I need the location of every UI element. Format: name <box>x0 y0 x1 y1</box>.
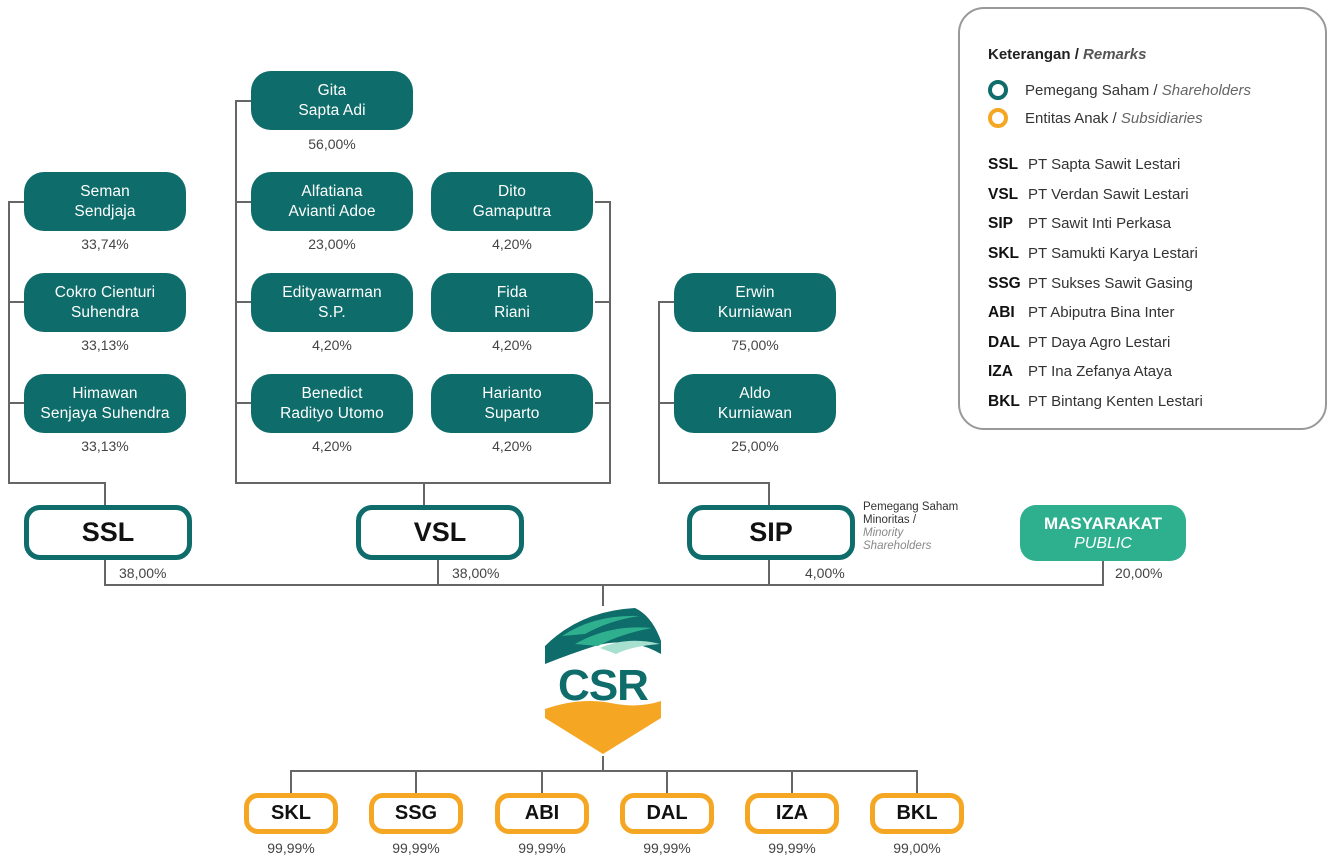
entity-percent: 38,00% <box>119 565 167 581</box>
shareholder-percent: 4,20% <box>492 236 532 252</box>
csr-logo: CSR <box>540 606 666 756</box>
shareholder-percent: 23,00% <box>308 236 356 252</box>
shareholder-percent: 25,00% <box>731 438 779 454</box>
subsidiary-skl: SKL <box>244 793 338 834</box>
csr-logo-graphic <box>545 608 661 754</box>
public-box: MASYARAKAT PUBLIC <box>1020 505 1186 561</box>
subsidiary-percent: 99,99% <box>518 840 566 856</box>
legend-item-shareholders: Pemegang Saham / Shareholders <box>988 80 1251 100</box>
entity-vsl: VSL <box>356 505 524 560</box>
entity-sip: SIP <box>687 505 855 560</box>
legend-item-subsidiaries: Entitas Anak / Subsidiaries <box>988 108 1203 128</box>
shareholder-percent: 4,20% <box>492 337 532 353</box>
shareholder-percent: 56,00% <box>308 136 356 152</box>
minority-note: Pemegang Saham Minoritas / Minority Shar… <box>863 501 959 552</box>
public-percent: 20,00% <box>1115 565 1163 581</box>
legend-panel: Keterangan / Remarks Pemegang Saham / Sh… <box>958 7 1327 430</box>
subsidiary-iza: IZA <box>745 793 839 834</box>
subsidiary-percent: 99,99% <box>267 840 315 856</box>
subsidiary-abi: ABI <box>495 793 589 834</box>
subsidiary-percent: 99,99% <box>643 840 691 856</box>
shareholder-percent: 33,13% <box>81 438 129 454</box>
subsidiary-bkl: BKL <box>870 793 964 834</box>
subsidiary-dal: DAL <box>620 793 714 834</box>
teal-ring-icon <box>988 80 1008 100</box>
shareholder-percent: 4,20% <box>312 337 352 353</box>
entity-percent: 4,00% <box>805 565 845 581</box>
subsidiary-percent: 99,99% <box>768 840 816 856</box>
shareholder-percent: 4,20% <box>312 438 352 454</box>
subsidiary-percent: 99,99% <box>392 840 440 856</box>
csr-logo-text: CSR <box>558 661 649 710</box>
legend-title: Keterangan / Remarks <box>988 46 1147 63</box>
subsidiary-percent: 99,00% <box>893 840 941 856</box>
shareholder-percent: 33,13% <box>81 337 129 353</box>
orange-ring-icon <box>988 108 1008 128</box>
entity-percent: 38,00% <box>452 565 500 581</box>
shareholder-percent: 4,20% <box>492 438 532 454</box>
shareholder-percent: 75,00% <box>731 337 779 353</box>
subsidiary-ssg: SSG <box>369 793 463 834</box>
entity-ssl: SSL <box>24 505 192 560</box>
shareholder-percent: 33,74% <box>81 236 129 252</box>
